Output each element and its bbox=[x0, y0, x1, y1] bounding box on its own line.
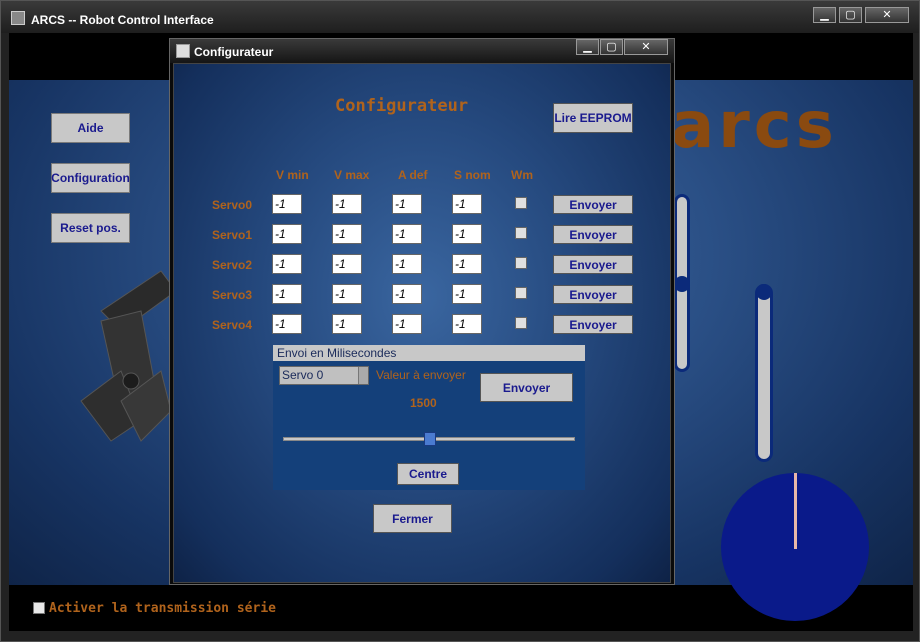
servo3-send-button[interactable]: Envoyer bbox=[553, 285, 633, 304]
servo0-adef-field[interactable]: -1 bbox=[392, 194, 422, 214]
servo1-adef-field[interactable]: -1 bbox=[392, 224, 422, 244]
column-snom: S nom bbox=[454, 168, 491, 182]
servo4-label: Servo4 bbox=[212, 318, 253, 332]
servo-slider-2-knob[interactable] bbox=[756, 284, 772, 300]
servo1-vmin-field[interactable]: -1 bbox=[272, 224, 302, 244]
app-icon bbox=[11, 11, 25, 25]
servo1-snom-field[interactable]: -1 bbox=[452, 224, 482, 244]
servo0-send-button[interactable]: Envoyer bbox=[553, 195, 633, 214]
main-titlebar[interactable]: ARCS -- Robot Control Interface ▁ ▢ ✕ bbox=[1, 1, 919, 33]
ms-slider-knob[interactable] bbox=[424, 432, 436, 446]
panel-send-button[interactable]: Envoyer bbox=[480, 373, 573, 402]
slider-value: 1500 bbox=[410, 396, 437, 410]
java-icon bbox=[176, 44, 190, 58]
servo2-label: Servo2 bbox=[212, 258, 253, 272]
robot-arm-graphic bbox=[80, 270, 177, 442]
servo4-vmin-field[interactable]: -1 bbox=[272, 314, 302, 334]
dialog-maximize-button[interactable]: ▢ bbox=[600, 39, 623, 55]
column-adef: A def bbox=[398, 168, 428, 182]
servo-select-value: Servo 0 bbox=[282, 368, 324, 382]
servo4-send-button[interactable]: Envoyer bbox=[553, 315, 633, 334]
servo2-wm-checkbox[interactable] bbox=[515, 257, 527, 269]
servo4-vmax-field[interactable]: -1 bbox=[332, 314, 362, 334]
close-button[interactable]: ✕ bbox=[865, 7, 909, 23]
angle-dial-needle bbox=[794, 473, 797, 549]
configuration-button[interactable]: Configuration bbox=[51, 163, 130, 193]
milliseconds-panel: Envoi en Milisecondes Servo 0 Valeur à e… bbox=[273, 345, 585, 490]
servo0-label: Servo0 bbox=[212, 198, 253, 212]
servo4-adef-field[interactable]: -1 bbox=[392, 314, 422, 334]
servo-slider-2[interactable] bbox=[755, 284, 773, 462]
servo0-wm-checkbox[interactable] bbox=[515, 197, 527, 209]
column-vmin: V min bbox=[276, 168, 309, 182]
minimize-button[interactable]: ▁ bbox=[813, 7, 836, 23]
servo2-adef-field[interactable]: -1 bbox=[392, 254, 422, 274]
servo3-vmin-field[interactable]: -1 bbox=[272, 284, 302, 304]
column-wm: Wm bbox=[511, 168, 533, 182]
milliseconds-panel-title: Envoi en Milisecondes bbox=[273, 345, 585, 361]
window-title: ARCS -- Robot Control Interface bbox=[31, 13, 214, 27]
serial-transmission-label: Activer la transmission série bbox=[49, 601, 276, 616]
servo1-wm-checkbox[interactable] bbox=[515, 227, 527, 239]
servo-select[interactable]: Servo 0 bbox=[279, 366, 369, 385]
configurator-dialog: Configurateur ▁ ▢ ✕ Configurateur Lire E… bbox=[169, 38, 675, 585]
column-vmax: V max bbox=[334, 168, 370, 182]
servo-slider-1-knob[interactable] bbox=[674, 276, 690, 292]
servo1-label: Servo1 bbox=[212, 228, 253, 242]
dialog-close-button[interactable]: ✕ bbox=[624, 39, 668, 55]
chevron-down-icon[interactable] bbox=[358, 367, 368, 384]
servo0-vmin-field[interactable]: -1 bbox=[272, 194, 302, 214]
value-to-send-label: Valeur à envoyer bbox=[376, 368, 466, 382]
reset-position-button[interactable]: Reset pos. bbox=[51, 213, 130, 243]
servo3-vmax-field[interactable]: -1 bbox=[332, 284, 362, 304]
servo2-vmax-field[interactable]: -1 bbox=[332, 254, 362, 274]
serial-transmission-checkbox[interactable] bbox=[33, 602, 45, 614]
servo1-vmax-field[interactable]: -1 bbox=[332, 224, 362, 244]
help-button[interactable]: Aide bbox=[51, 113, 130, 143]
servo3-adef-field[interactable]: -1 bbox=[392, 284, 422, 304]
dialog-heading: Configurateur bbox=[335, 96, 469, 116]
servo2-vmin-field[interactable]: -1 bbox=[272, 254, 302, 274]
close-dialog-button[interactable]: Fermer bbox=[373, 504, 452, 533]
center-button[interactable]: Centre bbox=[397, 463, 459, 485]
servo0-vmax-field[interactable]: -1 bbox=[332, 194, 362, 214]
maximize-button[interactable]: ▢ bbox=[839, 7, 862, 23]
dialog-titlebar[interactable]: Configurateur ▁ ▢ ✕ bbox=[170, 39, 674, 63]
arcs-logo: arcs bbox=[671, 89, 838, 163]
servo4-wm-checkbox[interactable] bbox=[515, 317, 527, 329]
servo0-snom-field[interactable]: -1 bbox=[452, 194, 482, 214]
servo3-wm-checkbox[interactable] bbox=[515, 287, 527, 299]
servo4-snom-field[interactable]: -1 bbox=[452, 314, 482, 334]
read-eeprom-button[interactable]: Lire EEPROM bbox=[553, 103, 633, 133]
servo2-snom-field[interactable]: -1 bbox=[452, 254, 482, 274]
dialog-title: Configurateur bbox=[194, 45, 274, 59]
servo2-send-button[interactable]: Envoyer bbox=[553, 255, 633, 274]
servo3-snom-field[interactable]: -1 bbox=[452, 284, 482, 304]
dialog-minimize-button[interactable]: ▁ bbox=[576, 39, 599, 55]
servo1-send-button[interactable]: Envoyer bbox=[553, 225, 633, 244]
servo3-label: Servo3 bbox=[212, 288, 253, 302]
